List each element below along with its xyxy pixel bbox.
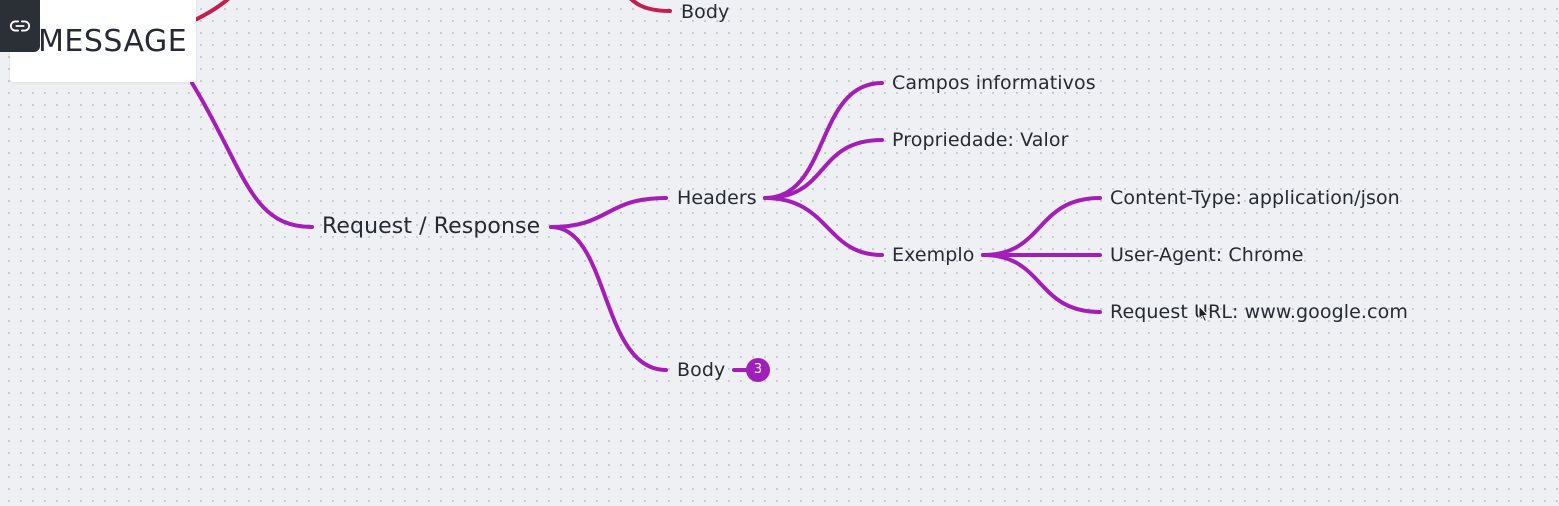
- root-node-title: MESSAGE: [38, 24, 188, 59]
- node-request-url[interactable]: Request URL: www.google.com: [1110, 301, 1408, 323]
- mouse-pointer-icon: [1198, 305, 1210, 323]
- node-exemplo[interactable]: Exemplo: [892, 244, 975, 266]
- connector-headers-to-campos: [763, 81, 884, 200]
- node-body[interactable]: Body: [677, 359, 726, 381]
- connector-headers-to-exemplo: [763, 196, 884, 257]
- link-icon: [9, 20, 31, 32]
- node-headers[interactable]: Headers: [677, 187, 757, 209]
- connector-request-response-to-headers: [549, 196, 668, 229]
- node-prev-body[interactable]: Body: [681, 1, 730, 23]
- node-campos-informativos[interactable]: Campos informativos: [892, 72, 1096, 94]
- connector-message-to-request-response: [190, 81, 314, 229]
- connector-message-to-prev-branch: [193, 0, 230, 22]
- node-request-response[interactable]: Request / Response: [322, 214, 541, 239]
- node-content-type[interactable]: Content-Type: application/json: [1110, 187, 1400, 209]
- connector-headers-to-propriedade: [763, 138, 884, 200]
- connector-request-response-to-body: [549, 225, 668, 372]
- root-node-message[interactable]: MESSAGE: [10, 0, 196, 82]
- connector-prev-body: [629, 0, 672, 13]
- node-propriedade-valor[interactable]: Propriedade: Valor: [892, 129, 1069, 151]
- link-button[interactable]: [0, 0, 40, 52]
- node-user-agent[interactable]: User-Agent: Chrome: [1110, 244, 1304, 266]
- connector-exemplo-to-request-url: [981, 253, 1102, 314]
- collapsed-children-badge[interactable]: 3: [746, 358, 770, 382]
- connector-exemplo-to-content-type: [981, 196, 1102, 257]
